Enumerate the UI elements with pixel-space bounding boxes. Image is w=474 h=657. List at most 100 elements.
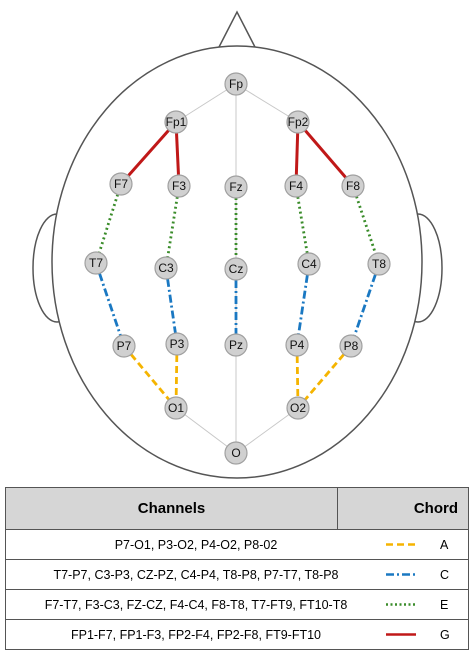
chord-line-sample-a [386, 543, 416, 546]
electrode-label: Fp2 [288, 115, 309, 129]
electrode-label: O2 [290, 401, 306, 415]
chord-connection-c3-p3 [166, 278, 177, 334]
electrode-label: P8 [344, 339, 359, 353]
electrode-label: Cz [229, 262, 244, 276]
electrode-marker [367, 252, 391, 276]
electrode-label: F7 [114, 177, 128, 191]
chord-letter: G [440, 627, 450, 642]
chord-letter: C [440, 567, 450, 582]
electrode-label: P4 [290, 338, 305, 352]
electrode-label: F3 [172, 179, 186, 193]
electrode-marker [167, 174, 191, 198]
electrode-marker [286, 110, 310, 134]
electrode-label: Fp [229, 77, 243, 91]
electrode-label: C3 [158, 261, 174, 275]
electrode-label: T8 [372, 257, 386, 271]
chord-connection-p7-o1 [129, 353, 171, 401]
chord-line-sample-e [386, 603, 416, 606]
electrode-o2: O2 [286, 396, 310, 420]
chord-connections [97, 129, 377, 401]
electrode-fp2: Fp2 [286, 110, 310, 134]
electrode-marker [224, 333, 248, 357]
electrode-f4: F4 [284, 174, 308, 198]
electrode-t7: T7 [84, 251, 108, 275]
electrode-marker [224, 72, 248, 96]
electrode-marker [339, 334, 363, 358]
electrode-marker [112, 334, 136, 358]
chord-connection-f7-t7 [97, 194, 120, 253]
table-row: F7-T7, F3-C3, FZ-CZ, F4-C4, F8-T8, T7-FT… [5, 589, 469, 620]
electrode-label: O [231, 446, 240, 460]
electrode-marker [84, 251, 108, 275]
electrode-o1: O1 [164, 396, 188, 420]
electrode-marker [164, 110, 188, 134]
chord-connection-t7-p7 [98, 272, 122, 337]
chord-connection-f8-t8 [355, 195, 377, 255]
electrode-c3: C3 [154, 256, 178, 280]
electrode-c4: C4 [297, 252, 321, 276]
electrode-f8: F8 [341, 174, 365, 198]
electrode-label: P3 [170, 337, 185, 351]
electrode-label: Fz [229, 180, 242, 194]
channels-cell: F7-T7, F3-C3, FZ-CZ, F4-C4, F8-T8, T7-FT… [44, 597, 348, 612]
channels-cell: T7-P7, C3-P3, CZ-PZ, C4-P4, T8-P8, P7-T7… [53, 567, 339, 582]
electrode-marker [284, 174, 308, 198]
electrode-p7: P7 [112, 334, 136, 358]
electrode-fp1: Fp1 [164, 110, 188, 134]
electrode-marker [285, 333, 309, 357]
chord-connection-fp1-f3 [175, 132, 180, 176]
electrode-label: Fp1 [166, 115, 187, 129]
electrode-p3: P3 [165, 332, 189, 356]
chord-connection-p4-o2 [295, 355, 300, 398]
nose [216, 10, 258, 50]
electrode-marker [224, 175, 248, 199]
channels-cell: FP1-F7, FP1-F3, FP2-F4, FP2-F8, FT9-FT10 [70, 627, 322, 642]
chord-connection-p3-o1 [174, 354, 179, 398]
chord-connection-t8-p8 [353, 273, 377, 337]
electrode-o: O [224, 441, 248, 465]
chord-connection-f3-c3 [166, 196, 179, 258]
electrode-marker [297, 252, 321, 276]
electrode-f7: F7 [109, 172, 133, 196]
electrode-marker [224, 257, 248, 281]
electrode-marker [224, 441, 248, 465]
chord-connection-fp2-f4 [294, 132, 300, 176]
electrode-label: O1 [168, 401, 184, 415]
electrode-p4: P4 [285, 333, 309, 357]
electrode-t8: T8 [367, 252, 391, 276]
table-row: FP1-F7, FP1-F3, FP2-F4, FP2-F8, FT9-FT10… [5, 619, 469, 650]
channels-header: Channels [5, 487, 338, 530]
electrode-label: P7 [117, 339, 132, 353]
chord-connection-p8-o2 [304, 353, 345, 401]
electrode-label: F8 [346, 179, 360, 193]
electrode-cz: Cz [224, 257, 248, 281]
electrode-marker [164, 396, 188, 420]
chord-connection-c4-p4 [297, 274, 309, 335]
electrode-p8: P8 [339, 334, 363, 358]
channels-cell: P7-O1, P3-O2, P4-O2, P8-02 [114, 537, 278, 552]
chord-letter: A [440, 537, 449, 552]
chord-connection-fp2-f8 [304, 129, 347, 179]
table-header-row: Channels Chord [5, 487, 469, 530]
chord-line-sample-c [386, 573, 416, 576]
electrode-f3: F3 [167, 174, 191, 198]
electrode-label: Pz [229, 338, 243, 352]
chord-line-sample-g [386, 633, 416, 636]
chord-connection-fp1-f7 [127, 129, 170, 177]
table-row: P7-O1, P3-O2, P4-O2, P8-02 A [5, 529, 469, 560]
chord-header: Chord [337, 487, 469, 530]
electrode-marker [286, 396, 310, 420]
electrode-marker [154, 256, 178, 280]
electrode-marker [341, 174, 365, 198]
table-row: T7-P7, C3-P3, CZ-PZ, C4-P4, T8-P8, P7-T7… [5, 559, 469, 590]
electrode-label: T7 [89, 256, 103, 270]
channel-chord-table: Channels Chord P7-O1, P3-O2, P4-O2, P8-0… [5, 487, 469, 650]
electrode-pz: Pz [224, 333, 248, 357]
electrode-fp: Fp [224, 72, 248, 96]
electrode-marker [109, 172, 133, 196]
electrode-marker [165, 332, 189, 356]
chord-letter: E [440, 597, 449, 612]
electrode-label: F4 [289, 179, 303, 193]
